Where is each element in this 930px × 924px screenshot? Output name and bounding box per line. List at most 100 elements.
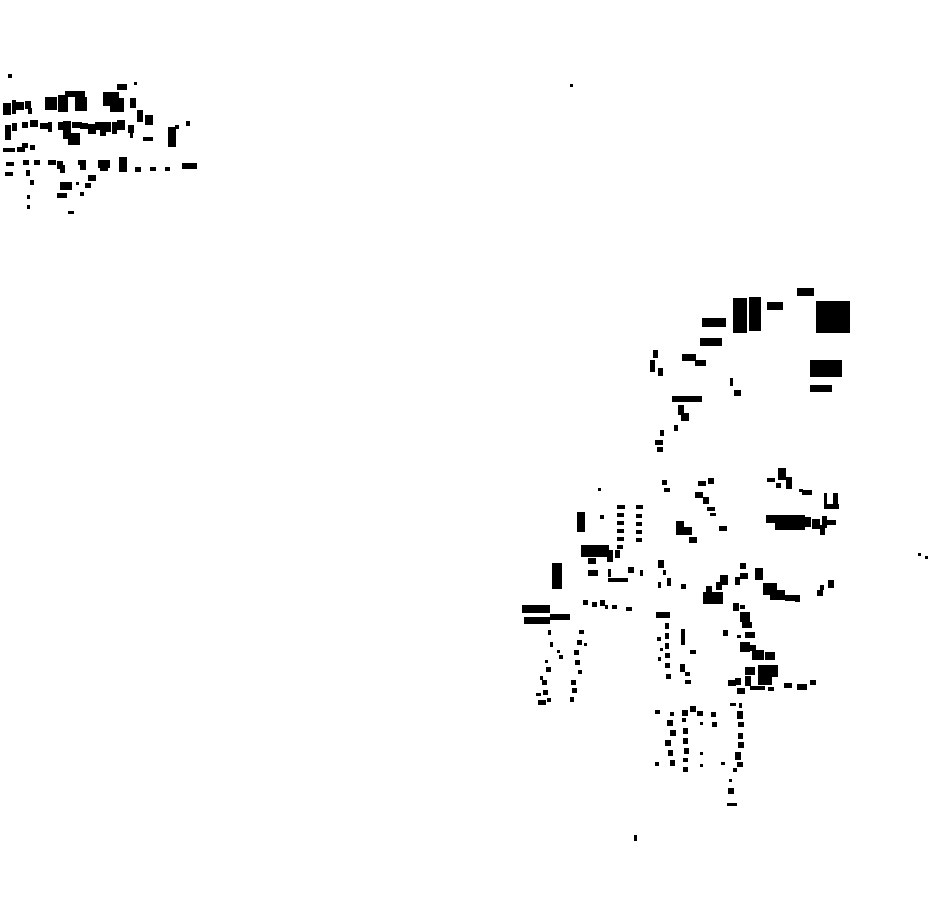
building-footprint xyxy=(700,722,703,725)
building-footprint xyxy=(730,703,736,706)
building-footprint xyxy=(826,520,836,525)
building-footprint xyxy=(88,124,96,134)
building-footprint xyxy=(57,193,67,198)
building-footprint xyxy=(68,133,80,145)
building-footprint xyxy=(918,553,921,556)
building-footprint xyxy=(670,760,675,766)
building-footprint xyxy=(23,160,29,165)
building-footprint xyxy=(28,108,32,114)
building-footprint xyxy=(695,360,706,366)
building-footprint xyxy=(795,598,800,602)
building-footprint xyxy=(30,120,38,127)
building-footprint xyxy=(557,650,560,653)
building-footprint xyxy=(524,617,550,624)
building-footprint xyxy=(175,125,179,129)
building-footprint xyxy=(552,563,562,589)
building-footprint xyxy=(810,680,816,685)
building-footprint xyxy=(522,605,550,613)
building-footprint xyxy=(130,130,133,138)
building-footprint xyxy=(617,521,624,525)
building-footprint xyxy=(745,632,755,638)
building-footprint xyxy=(700,338,722,346)
building-footprint xyxy=(80,123,88,129)
building-footprint xyxy=(682,710,688,716)
building-footprint xyxy=(680,664,685,672)
building-footprint xyxy=(16,102,24,110)
building-footprint xyxy=(615,550,620,558)
building-footprint xyxy=(833,493,838,507)
building-footprint xyxy=(653,350,658,358)
building-footprint xyxy=(695,492,703,498)
building-footprint xyxy=(735,752,741,760)
building-footprint xyxy=(60,165,65,173)
building-footprint xyxy=(674,425,678,431)
building-footprint xyxy=(710,513,716,516)
building-footprint xyxy=(740,642,750,652)
building-footprint xyxy=(636,505,643,509)
building-footprint xyxy=(820,525,825,535)
building-footprint xyxy=(636,522,642,526)
building-footprint xyxy=(598,488,601,491)
building-footprint xyxy=(634,835,637,841)
building-footprint xyxy=(733,768,737,772)
building-footprint xyxy=(758,665,778,677)
building-footprint xyxy=(707,507,715,511)
building-footprint xyxy=(665,653,670,658)
building-footprint xyxy=(68,211,74,214)
building-footprint xyxy=(45,97,57,110)
building-footprint xyxy=(786,477,792,489)
building-footprint xyxy=(665,740,671,746)
building-footprint xyxy=(825,504,839,509)
building-footprint xyxy=(711,712,716,717)
building-footprint xyxy=(816,301,850,333)
building-footprint xyxy=(22,122,28,128)
building-footprint xyxy=(658,560,664,568)
building-footprint xyxy=(650,360,655,372)
building-footprint xyxy=(27,195,30,199)
building-footprint xyxy=(617,513,624,517)
building-footprint xyxy=(48,160,56,165)
building-footprint xyxy=(145,115,153,125)
building-footprint xyxy=(698,481,706,486)
building-footprint xyxy=(740,563,746,569)
building-footprint xyxy=(546,667,551,672)
building-footprint xyxy=(6,162,14,166)
building-footprint xyxy=(134,82,137,85)
building-footprint xyxy=(27,205,30,209)
building-footprint xyxy=(758,675,772,685)
building-footprint xyxy=(706,586,712,594)
building-footprint xyxy=(817,590,823,596)
building-footprint xyxy=(712,722,717,727)
building-footprint xyxy=(605,605,608,609)
building-footprint xyxy=(802,490,812,495)
building-footprint xyxy=(683,738,688,744)
building-footprint xyxy=(700,764,703,767)
building-footprint xyxy=(608,578,628,582)
building-footprint xyxy=(581,545,609,557)
building-footprint xyxy=(617,545,623,549)
building-footprint xyxy=(681,413,689,421)
building-footprint xyxy=(682,354,696,361)
building-footprint xyxy=(703,592,723,604)
building-footprint xyxy=(617,529,624,533)
building-footprint xyxy=(76,182,79,185)
building-footprint xyxy=(797,288,814,296)
building-footprint xyxy=(536,693,541,696)
building-footprint xyxy=(3,103,11,115)
building-footprint xyxy=(584,643,587,646)
building-footprint xyxy=(668,750,673,756)
building-footprint xyxy=(570,84,573,87)
building-footprint xyxy=(752,650,764,660)
building-footprint xyxy=(684,527,692,535)
building-footprint xyxy=(48,122,52,132)
building-footprint xyxy=(600,515,604,519)
building-footprint xyxy=(737,688,745,694)
building-footprint xyxy=(728,680,736,686)
building-footprint xyxy=(80,192,84,196)
building-footprint xyxy=(740,573,748,579)
building-footprint xyxy=(8,74,12,78)
building-footprint xyxy=(72,122,82,128)
building-footprint xyxy=(658,368,663,376)
building-footprint xyxy=(784,683,792,688)
building-footprint xyxy=(538,700,546,705)
